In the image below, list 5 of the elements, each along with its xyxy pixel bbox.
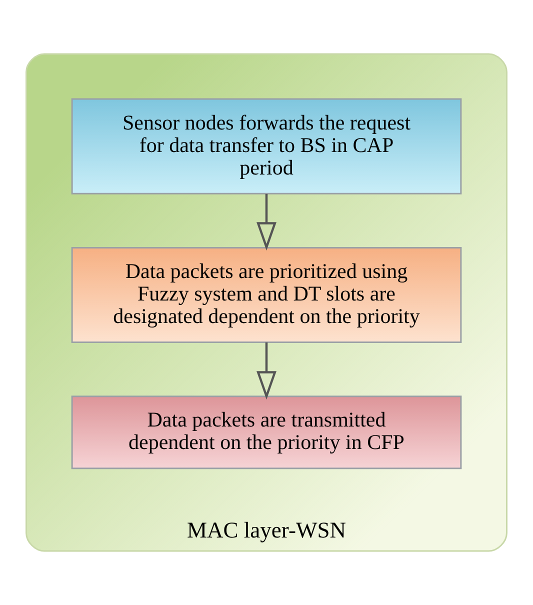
node-box: Sensor nodes forwards the request for data transfer to BS in CAP period <box>71 98 462 194</box>
arrow <box>256 194 276 251</box>
node-box: Data packets are prioritized using Fuzzy system and DT slots are designated dependent on the priority <box>71 246 462 344</box>
arrow <box>256 342 276 400</box>
node-box: Data packets are transmitted dependent on the priority in CFP <box>71 396 462 470</box>
